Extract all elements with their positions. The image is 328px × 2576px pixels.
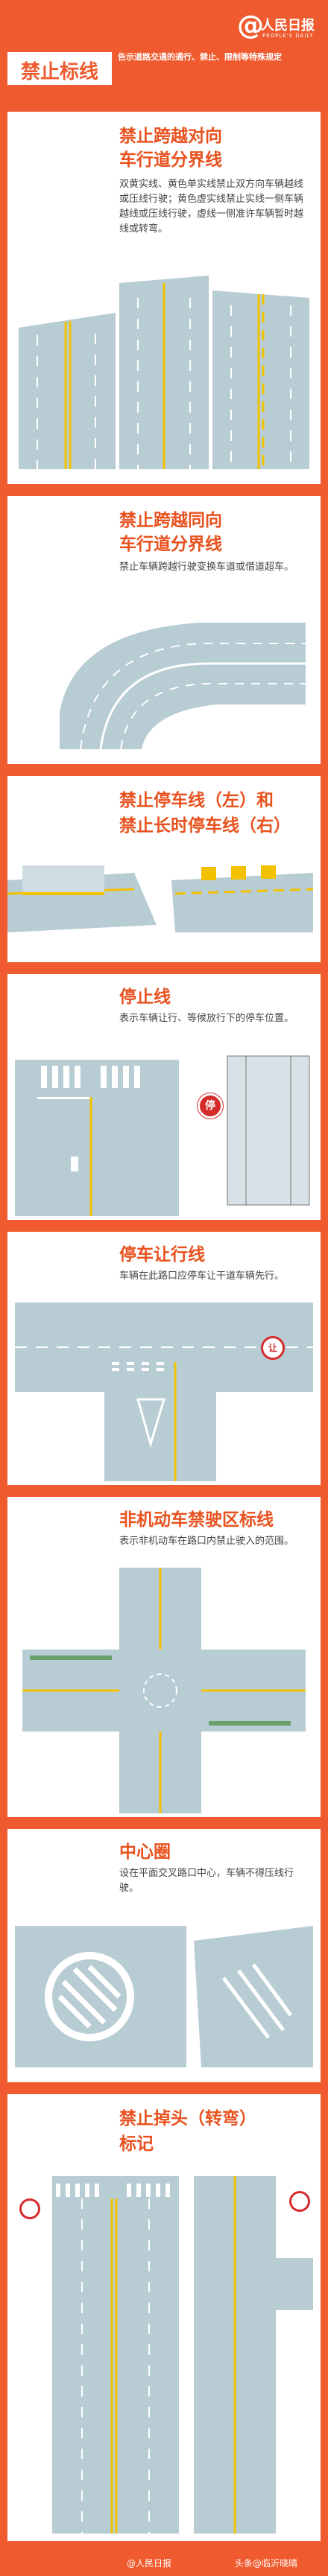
section-title: 停止线 (119, 988, 171, 1007)
section-title: 非机动车禁驶区标线 (119, 1510, 274, 1530)
section-card-5: 停车让行线 车辆在此路口应停车让干道车辆先行。 让 (7, 1232, 321, 1485)
logo-sub: PEOPLE'S DAILY (262, 33, 314, 39)
footer-watermark: 头条@临沂晓晴 (235, 2558, 298, 2569)
yield-sign-icon: 让 (261, 1336, 285, 1360)
section-title: 禁止掉头（转弯） (119, 2109, 256, 2128)
road-illustration-no-nonmotor-zone (22, 1568, 306, 1813)
section-title-2: 禁止长时停车线（右） (119, 816, 291, 836)
section-desc: 车辆在此路口应停车让干道车辆先行。 (119, 1270, 285, 1282)
stop-sign-icon: 停 (198, 1093, 223, 1119)
no-uturn-sign-icon (19, 2198, 40, 2219)
section-desc: 双黄实线、黄色单实线禁止双方向车辆越线或压线行驶；黄色虚实线禁止实线一侧车辆越线… (119, 179, 304, 235)
road-illustration-curve (60, 623, 306, 749)
page-subtitle: 告示道路交通的通行、禁止、限制等特殊规定 (118, 52, 282, 62)
section-title-2: 标记 (119, 2134, 154, 2154)
section-title: 禁止停车线（左）和 (119, 791, 274, 810)
section-title: 中心圈 (119, 1842, 171, 1862)
section-title: 禁止跨越同向 (119, 511, 222, 530)
section-title: 停车让行线 (119, 1245, 205, 1265)
section-desc: 设在平面交叉路口中心，车辆不得压线行驶。 (119, 1868, 294, 1894)
section-card-1: 禁止跨越对向 车行道分界线 双黄实线、黄色单实线禁止双方向车辆越线或压线行驶；黄… (7, 112, 321, 484)
section-title: 禁止跨越对向 (119, 127, 222, 146)
logo-text: 人民日报 (261, 18, 315, 34)
footer-source: @人民日报 (127, 2558, 172, 2569)
road-illustration-center-circle (15, 1926, 313, 2067)
road-illustration-no-uturn (52, 2176, 313, 2534)
section-card-7: 中心圈 设在平面交叉路口中心，车辆不得压线行驶。 (7, 1829, 321, 2082)
section-card-8: 禁止掉头（转弯） 标记 (7, 2094, 321, 2541)
title-box: 禁止标线 (7, 52, 112, 85)
header: @ 人民日报 PEOPLE'S DAILY 禁止标线 告示道路交通的通行、禁止、… (0, 0, 328, 112)
section-card-3: 禁止停车线（左）和 禁止长时停车线（右） (7, 776, 321, 962)
road-illustration-yield-line (15, 1303, 313, 1481)
road-illustration-center-lines (19, 276, 309, 469)
section-card-4: 停止线 表示车辆让行、等候放行下的停车位置。 停 (7, 974, 321, 1220)
road-illustration-no-parking (7, 865, 314, 932)
section-card-2: 禁止跨越同向 车行道分界线 禁止车辆跨越行驶变换车道或借道超车。 (7, 496, 321, 764)
yield-sign-text: 让 (268, 1343, 277, 1353)
no-turn-sign-icon (289, 2191, 310, 2212)
road-illustration-stop-line (15, 1055, 310, 1216)
logo-at-icon: @ (237, 10, 264, 41)
stop-sign-text: 停 (205, 1100, 215, 1112)
footer: @人民日报 头条@临沂晓晴 (0, 2551, 328, 2576)
section-desc: 表示车辆让行、等候放行下的停车位置。 (119, 1013, 294, 1024)
section-title-2: 车行道分界线 (119, 150, 222, 170)
section-desc: 禁止车辆跨越行驶变换车道或借道超车。 (119, 562, 294, 573)
section-desc: 表示非机动车在路口内禁止驶入的范围。 (119, 1536, 294, 1547)
page-title: 禁止标线 (20, 61, 98, 83)
section-title-2: 车行道分界线 (119, 535, 222, 554)
section-card-6: 非机动车禁驶区标线 表示非机动车在路口内禁止驶入的范围。 (7, 1497, 321, 1817)
